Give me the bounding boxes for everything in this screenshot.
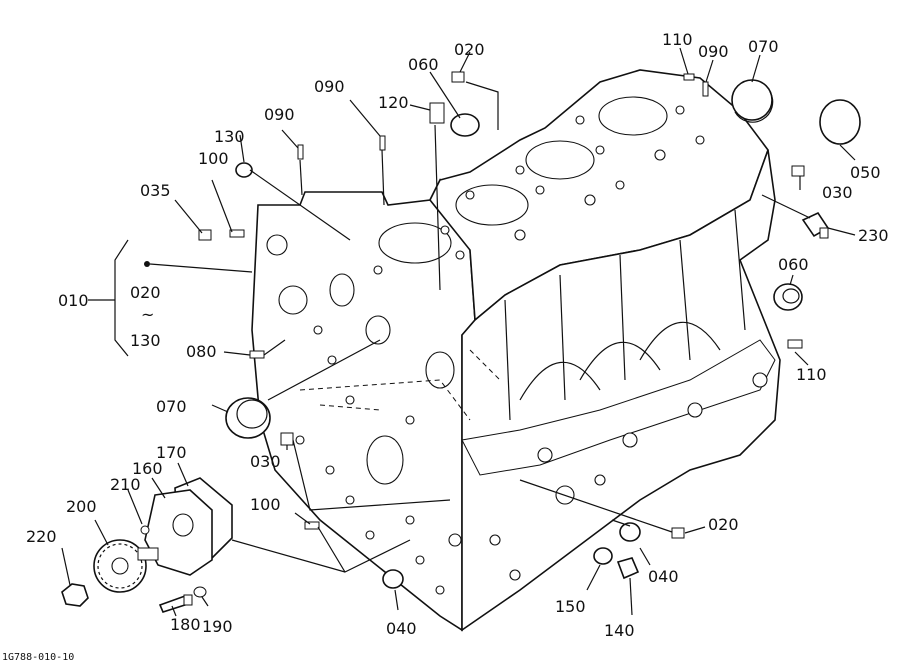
- leader-lines: [61, 47, 856, 617]
- callout-090-b: 090: [314, 77, 345, 96]
- callout-070-top: 070: [748, 37, 779, 56]
- crankcase-ribs: [504, 209, 746, 421]
- block-right-side: [461, 149, 781, 632]
- pin-090-a: [297, 144, 304, 160]
- pin-080: [249, 350, 265, 359]
- callout-090-a: 090: [264, 105, 295, 124]
- plug-040-right: [619, 522, 641, 542]
- callout-130: 130: [214, 127, 245, 146]
- plug-040-bottom: [382, 569, 404, 589]
- callout-070-left: 070: [156, 397, 187, 416]
- pin-090-b: [379, 135, 386, 151]
- pin-110-right: [787, 339, 803, 349]
- callout-060-top: 060: [408, 55, 439, 74]
- callout-120: 120: [378, 93, 409, 112]
- seal-060-top: [450, 113, 480, 137]
- oil-pump-assembly: [61, 477, 233, 613]
- range-to-label: 130: [130, 331, 161, 350]
- callout-060-right: 060: [778, 255, 809, 274]
- callout-160: 160: [132, 459, 163, 478]
- callout-200: 200: [66, 497, 97, 516]
- block-reference-dot: [144, 261, 150, 267]
- pump-port: [172, 513, 194, 537]
- pump-shaft: [137, 547, 159, 561]
- hidden-line-1: [299, 379, 471, 421]
- bolt-head-180: [183, 594, 193, 606]
- crankcase-flange: [461, 339, 776, 476]
- callout-030-right: 030: [822, 183, 853, 202]
- cylinder-bore-2: [455, 184, 529, 226]
- reference-code: 1G788-010-10: [2, 652, 74, 663]
- callout-220: 220: [26, 527, 57, 546]
- loose-parts: [144, 71, 861, 589]
- pin-100-lower: [304, 521, 320, 530]
- callout-180: 180: [170, 615, 201, 634]
- pump-gear-200: [93, 539, 147, 593]
- callout-210: 210: [110, 475, 141, 494]
- callout-010: 010: [58, 291, 89, 310]
- cap-130: [235, 162, 253, 178]
- plug-030-right: [791, 165, 805, 177]
- callout-100-lower: 100: [250, 495, 281, 514]
- deck-holes: [373, 105, 705, 275]
- pump-dowel-210: [140, 525, 150, 535]
- washer-150: [593, 547, 613, 565]
- callout-030-left: 030: [250, 452, 281, 471]
- sleeve-120: [429, 102, 445, 124]
- pin-090-c: [702, 81, 709, 97]
- plug-070-left: [225, 397, 271, 439]
- plug-050: [819, 99, 861, 145]
- range-tilde-label: ~: [141, 305, 154, 324]
- callout-020-top: 020: [454, 40, 485, 59]
- callout-110-right: 110: [796, 365, 827, 384]
- callout-040-right: 040: [648, 567, 679, 586]
- cylinder-bore-3: [525, 140, 595, 180]
- cylinder-bore-1: [378, 222, 452, 264]
- cylinder-bore-4: [598, 96, 668, 136]
- hidden-line-3: [469, 349, 501, 381]
- callout-230: 230: [858, 226, 889, 245]
- plug-030-left: [280, 432, 294, 446]
- gear-nut-220: [61, 583, 89, 607]
- front-face-holes: [266, 234, 462, 595]
- range-from-label: 020: [130, 283, 161, 302]
- callout-035: 035: [140, 181, 171, 200]
- callout-150: 150: [555, 597, 586, 616]
- callout-090-c: 090: [698, 42, 729, 61]
- cylinder-block: [251, 69, 781, 632]
- callout-labels: 010 020 ~ 130 020 020 030 030 035 040 04…: [2, 30, 889, 663]
- plug-070-top: [731, 79, 774, 123]
- plug-035: [198, 229, 212, 241]
- callout-020-right: 020: [708, 515, 739, 534]
- callout-190: 190: [202, 617, 233, 636]
- seal-060-right: [773, 283, 803, 311]
- plug-020-right: [671, 527, 685, 539]
- callout-100-upper: 100: [198, 149, 229, 168]
- callout-140: 140: [604, 621, 635, 640]
- pin-100-upper: [229, 229, 245, 238]
- callout-050: 050: [850, 163, 881, 182]
- hidden-line-2: [319, 404, 381, 411]
- plug-bolt-140: [616, 557, 640, 580]
- lock-washer-190: [193, 586, 207, 598]
- callout-110-top: 110: [662, 30, 693, 49]
- callout-170: 170: [156, 443, 187, 462]
- callout-040-bottom: 040: [386, 619, 417, 638]
- callout-080: 080: [186, 342, 217, 361]
- pin-110-top: [683, 73, 695, 81]
- plug-020-top: [451, 71, 465, 83]
